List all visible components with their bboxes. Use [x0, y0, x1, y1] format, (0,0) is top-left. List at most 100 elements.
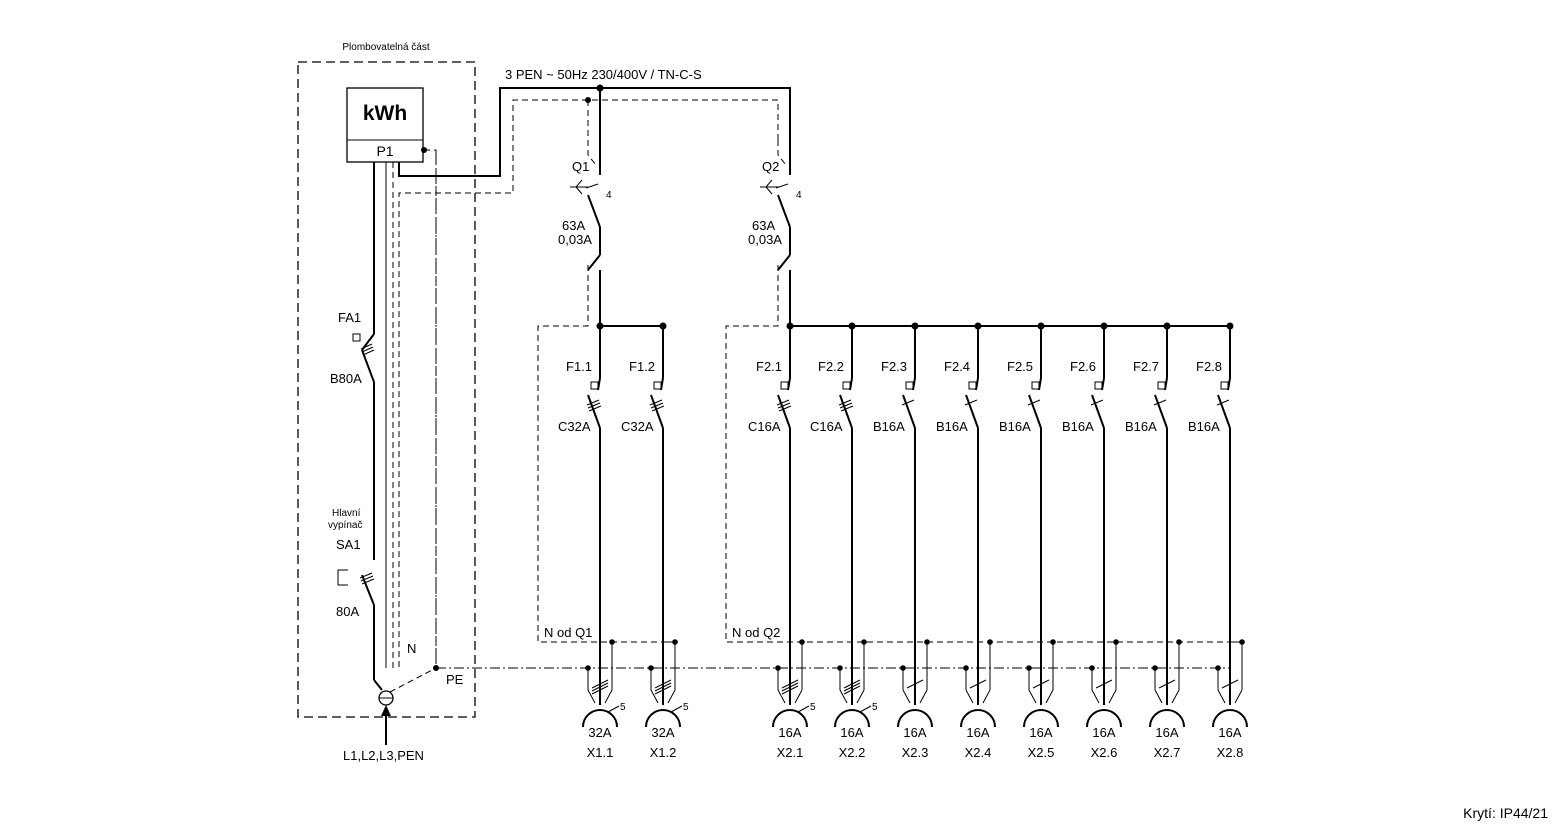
breaker-blade [839, 394, 853, 429]
socket-ref: X1.1 [587, 745, 614, 760]
breaker-trip-box [1031, 381, 1040, 390]
socket-rating: 16A [1218, 725, 1241, 740]
breaker-hash [777, 402, 791, 409]
socket-symbol [1149, 709, 1185, 728]
main-switch-ref: SA1 [336, 537, 361, 552]
breaker-contact [787, 377, 791, 391]
socket-lead-n [604, 689, 613, 704]
socket-hash [591, 682, 609, 692]
socket-rating: 32A [588, 725, 611, 740]
socket-hash [1221, 679, 1239, 689]
socket-lead-n [667, 689, 676, 704]
n-tap-node [1113, 639, 1119, 645]
n-tap-node [1050, 639, 1056, 645]
n-tap-node [799, 639, 805, 645]
socket-lead-pe [587, 689, 596, 704]
breaker-trip-box [968, 381, 977, 390]
breaker-rating: B16A [873, 419, 905, 434]
socket-symbol [1212, 709, 1248, 728]
breaker-blade [965, 394, 979, 429]
socket-symbol [1086, 709, 1122, 728]
breaker-trip-box [653, 381, 662, 390]
breaker-contact [1038, 377, 1042, 391]
socket-hash [591, 679, 609, 689]
sa1-handle [337, 569, 348, 586]
sealed-part-outline [297, 61, 476, 718]
circuit-layer: F1.1C32A532AX1.1F1.2C32A532AX1.2F2.1C16A… [558, 322, 1248, 760]
breaker-hash [587, 402, 601, 409]
breaker-contact [660, 377, 664, 391]
breaker-ref: F1.1 [566, 359, 592, 374]
socket-hash [654, 679, 672, 689]
socket-ref: X2.6 [1091, 745, 1118, 760]
socket-hash [843, 685, 861, 695]
breaker-hash [901, 399, 915, 406]
socket-hash [906, 679, 924, 689]
breaker-rating: B16A [1062, 419, 1094, 434]
breaker-hash [651, 405, 665, 412]
breaker-blade [1217, 394, 1231, 429]
sa1-hash-1 [359, 572, 373, 579]
n-tap-node [987, 639, 993, 645]
socket-symbol [960, 709, 996, 728]
breaker-trip-box [1157, 381, 1166, 390]
n-tap-node [861, 639, 867, 645]
rcd-n-out [725, 265, 1230, 643]
rcd-ref: Q2 [762, 159, 779, 174]
rcd-hash [775, 183, 789, 189]
breaker-hash [650, 402, 664, 409]
breaker-blade [902, 394, 916, 429]
rcd-sensitivity: 0,03A [558, 232, 592, 247]
socket-ref: X2.5 [1028, 745, 1055, 760]
breaker-trip-box [590, 381, 599, 390]
main-breaker-rating: B80A [330, 371, 362, 386]
socket-poles-leader [859, 705, 872, 713]
incoming-label: L1,L2,L3,PEN [343, 748, 424, 763]
socket-symbol [772, 709, 808, 728]
breaker-hash [1216, 399, 1230, 406]
breaker-rating: B16A [936, 419, 968, 434]
socket-poles: 5 [683, 702, 689, 713]
rcd-n-in [777, 140, 787, 166]
fa1-hash-2 [361, 346, 374, 353]
socket-ref: X2.7 [1154, 745, 1181, 760]
socket-hash [969, 679, 987, 689]
energy-meter: kWh P1 [346, 87, 424, 163]
breaker-contact [849, 377, 853, 391]
socket-hash [654, 685, 672, 695]
breaker-trip-box [905, 381, 914, 390]
rcd-hash [585, 183, 599, 189]
breaker-blade [1154, 394, 1168, 429]
breaker-ref: F2.1 [756, 359, 782, 374]
breaker-rating: B16A [999, 419, 1031, 434]
breaker-trip-box [842, 381, 851, 390]
socket-lead-pe [1028, 689, 1037, 704]
rcd-neutral-label: N od Q2 [732, 625, 780, 640]
socket-poles: 5 [620, 702, 626, 713]
breaker-ref: F2.6 [1070, 359, 1096, 374]
socket-symbol [645, 709, 681, 728]
rcd-n-in [587, 140, 597, 166]
breaker-hash [964, 399, 978, 406]
n-tap-node [609, 639, 615, 645]
sa1-hash-3 [361, 578, 375, 585]
breaker-ref: F2.4 [944, 359, 970, 374]
socket-lead-pe [650, 689, 659, 704]
breaker-ref: F2.7 [1133, 359, 1159, 374]
n-tap-node [924, 639, 930, 645]
main-switch-rating: 80A [336, 604, 359, 619]
breaker-hash [839, 402, 853, 409]
breaker-blade [650, 394, 664, 429]
meter-n-line [424, 149, 437, 668]
socket-poles: 5 [810, 702, 816, 713]
supply-spec: 3 PEN ~ 50Hz 230/400V / TN-C-S [505, 67, 702, 82]
rcd-actuator-chevron [575, 179, 583, 195]
